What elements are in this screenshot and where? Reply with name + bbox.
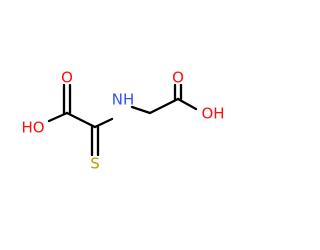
atom-labels: O HO S NH O OH [21, 69, 224, 173]
bond-c2-n [93, 117, 114, 129]
atom-o-top-left: O [61, 69, 73, 87]
atom-o-top-right: O [172, 69, 184, 87]
molecule-structure: O HO S NH O OH [21, 68, 225, 173]
atom-oh-right: OH [201, 105, 224, 123]
atom-s: S [90, 155, 100, 173]
bond-c1-oh [47, 111, 69, 123]
bond-c4-oh [176, 97, 198, 111]
bond-c1-c2 [65, 111, 97, 129]
bond-c3-c4 [148, 97, 180, 115]
bond-n-c3 [130, 105, 152, 115]
atom-nh: NH [112, 91, 135, 109]
structure-drawing: O HO S NH O OH [21, 69, 224, 173]
bonds [47, 83, 198, 157]
atom-oh-left: HO [21, 119, 44, 137]
